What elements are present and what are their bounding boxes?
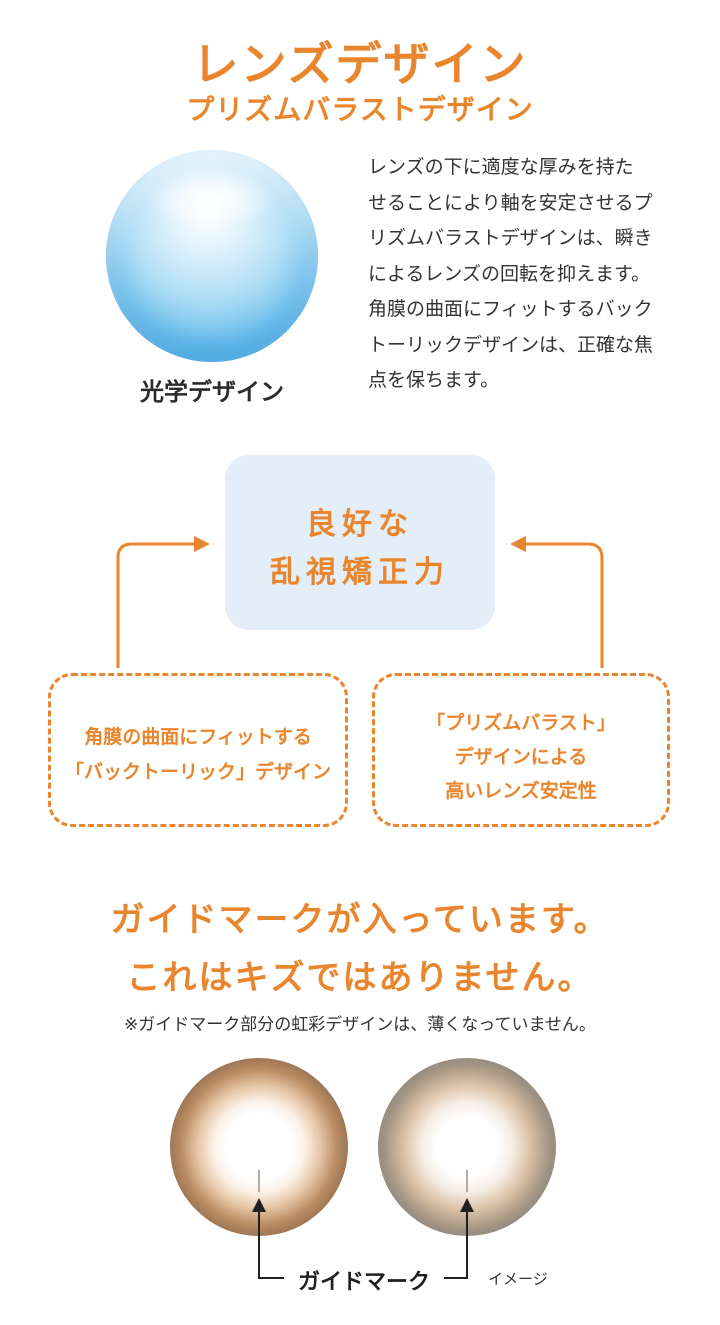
back-toric-line2: 「バックトーリック」デザイン (64, 761, 331, 783)
guide-title-line1: ガイドマークが入っています。 (110, 900, 610, 940)
guide-mark-left (258, 1170, 260, 1192)
guide-title-line2: これはキズではありません。 (126, 958, 594, 998)
center-box-line1: 良好な (306, 507, 414, 542)
right-pointer-head (460, 1198, 474, 1212)
lens-highlight (146, 168, 276, 228)
lens-sphere-image (106, 150, 318, 362)
right-pointer-line (444, 1210, 468, 1279)
left-pointer-head (252, 1198, 266, 1212)
left-arrow-head (194, 536, 210, 552)
guide-mark-right (466, 1170, 468, 1192)
image-note-label: イメージ (488, 1270, 548, 1288)
guide-note: ※ガイドマーク部分の虹彩デザインは、薄くなっていません。 (124, 1015, 596, 1035)
astigmatism-correction-box: 良好な 乱視矯正力 (225, 455, 495, 630)
left-flow-arrow (116, 542, 204, 668)
left-pointer-line (258, 1210, 284, 1279)
description-line: 点を保ちます。 (368, 369, 500, 391)
description-line: 角膜の曲面にフィットするバック (368, 298, 653, 320)
right-arrow-head (510, 536, 526, 552)
prism-ballast-box: 「プリズムバラスト」 デザインによる 高いレンズ安定性 (372, 673, 670, 827)
description-line: レンズの下に適度な厚みを持た (368, 156, 634, 178)
back-toric-box: 角膜の曲面にフィットする 「バックトーリック」デザイン (48, 673, 348, 827)
description-line: せることにより軸を安定させるプ (368, 191, 653, 214)
prism-ballast-line3: 高いレンズ安定性 (445, 780, 597, 802)
optics-design-label: 光学デザイン (140, 378, 284, 406)
center-box-line2: 乱視矯正力 (270, 555, 450, 590)
description-line: リズムバラストデザインは、瞬き (368, 227, 653, 249)
back-toric-line1: 角膜の曲面にフィットする (84, 726, 312, 748)
description-line: によるレンズの回転を抑えます。 (368, 262, 651, 285)
page-subtitle: プリズムバラストデザイン (186, 93, 534, 126)
prism-ballast-line2: デザインによる (454, 746, 588, 768)
description-line: トーリックデザインは、正確な焦 (368, 333, 654, 356)
guide-mark-label: ガイドマーク (284, 1264, 444, 1296)
page-title: レンズデザイン (192, 37, 528, 91)
prism-ballast-line1: 「プリズムバラスト」 (426, 712, 616, 734)
right-flow-arrow (516, 542, 604, 668)
design-description: レンズの下に適度な厚みを持た せることにより軸を安定させるプ リズムバラストデザ… (368, 150, 688, 399)
